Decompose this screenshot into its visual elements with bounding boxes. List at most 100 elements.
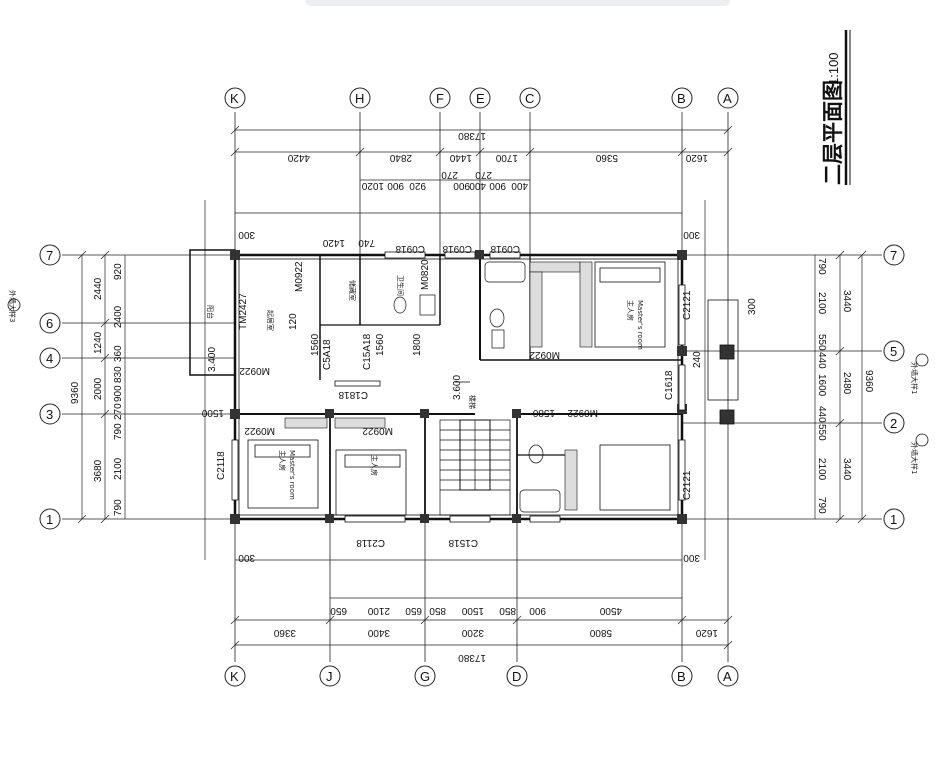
dim-left-3680: 3680 xyxy=(93,459,104,482)
axis-bubble-right-7: 7 xyxy=(883,244,905,266)
dim-bot-3360: 3360 xyxy=(273,627,296,638)
axis-bubble-bottom-g: G xyxy=(414,665,436,687)
walls xyxy=(189,249,684,521)
dim-right-2480: 2480 xyxy=(841,372,852,395)
svg-text:K: K xyxy=(230,669,239,684)
svg-text:外墙大样1: 外墙大样1 xyxy=(910,442,919,474)
axis-bubble-top-c: C xyxy=(519,87,541,109)
axis-bubble-top-h: H xyxy=(349,87,371,109)
dim-left-1240: 1240 xyxy=(93,331,104,354)
dim-left2-360: 360 xyxy=(113,345,124,362)
dim-top2-400b: 400 xyxy=(511,180,528,191)
svg-text:3: 3 xyxy=(46,407,53,422)
svg-text:1560: 1560 xyxy=(375,333,386,356)
opening-labels: C0918 C0918 C0918 C1818 C1518 C2118 C211… xyxy=(216,243,693,548)
dimension-texts: 17380 4420 2840 1440 1700 5360 1620 1020… xyxy=(70,130,874,663)
svg-text:E: E xyxy=(476,91,485,106)
svg-text:H: H xyxy=(355,91,364,106)
dim-left2-790a: 790 xyxy=(113,423,124,440)
svg-text:1: 1 xyxy=(46,512,53,527)
dim-right2-550a: 550 xyxy=(816,334,827,351)
wardrobes xyxy=(284,261,593,511)
svg-text:120: 120 xyxy=(288,313,299,330)
dim-top-5360: 5360 xyxy=(595,152,618,163)
axis-bubble-bottom-a: A xyxy=(717,665,739,687)
svg-text:外墙大样1: 外墙大样1 xyxy=(910,362,919,394)
axis-bubble-top-e: E xyxy=(469,87,491,109)
axis-bubble-top-f: F xyxy=(429,87,451,109)
svg-text:主人房: 主人房 xyxy=(626,300,635,321)
svg-text:J: J xyxy=(326,669,333,684)
axis-bubble-bottom-j: J xyxy=(319,665,341,687)
svg-text:C2121: C2121 xyxy=(682,470,693,500)
svg-text:C2121: C2121 xyxy=(682,290,693,320)
dim-bot-3400: 3400 xyxy=(367,627,390,638)
svg-text:M0922: M0922 xyxy=(244,425,275,436)
svg-text:外墙大样3: 外墙大样3 xyxy=(8,290,17,322)
svg-text:卫生间: 卫生间 xyxy=(396,275,405,296)
dim-left-2000: 2000 xyxy=(93,377,104,400)
dim-top-1620: 1620 xyxy=(685,152,708,163)
wall-details xyxy=(707,299,739,425)
dim-right2-2100b: 2100 xyxy=(816,458,827,481)
svg-text:K: K xyxy=(230,91,239,106)
dim-left2-2400: 2400 xyxy=(113,305,124,328)
svg-text:Master's room: Master's room xyxy=(636,300,644,350)
svg-text:B: B xyxy=(677,669,686,684)
svg-text:1800: 1800 xyxy=(412,333,423,356)
axis-bubble-right-1: 1 xyxy=(883,508,905,530)
dim-top2-900c: 900 xyxy=(489,180,506,191)
dim-top-1700: 1700 xyxy=(495,152,518,163)
svg-text:240: 240 xyxy=(692,351,703,368)
dim-left2-790b: 790 xyxy=(113,499,124,516)
svg-text:C2118: C2118 xyxy=(216,451,227,480)
svg-text:6: 6 xyxy=(46,316,53,331)
svg-text:B: B xyxy=(677,91,686,106)
dim-top-2840: 2840 xyxy=(389,152,412,163)
dim-bottom-total: 17380 xyxy=(458,652,486,663)
axis-bubble-left-4: 4 xyxy=(39,347,61,369)
dim-bot2-2100: 2100 xyxy=(367,605,390,616)
svg-text:5: 5 xyxy=(890,344,897,359)
axis-bubble-right-5: 5 xyxy=(883,340,905,362)
svg-text:D: D xyxy=(512,669,521,684)
dim-top2-400a: 400 xyxy=(469,180,486,191)
dim-top-1440: 1440 xyxy=(449,152,472,163)
room-labels: Master's room 主人房 Master's room 主人房 主人房 … xyxy=(206,275,644,500)
svg-text:C1818: C1818 xyxy=(338,389,368,400)
svg-text:7: 7 xyxy=(46,248,53,263)
dim-bot-3200: 3200 xyxy=(461,627,484,638)
scale-text: 1:100 xyxy=(826,52,841,85)
dim-left2-270: 270 xyxy=(113,403,124,420)
axis-bubble-left-1: 1 xyxy=(39,508,61,530)
dimension-lines xyxy=(77,125,867,650)
svg-text:A: A xyxy=(723,669,732,684)
svg-text:A: A xyxy=(723,91,732,106)
svg-text:起居室: 起居室 xyxy=(266,310,275,331)
svg-text:主人房: 主人房 xyxy=(370,455,379,476)
svg-text:Master's room: Master's room xyxy=(288,450,296,500)
svg-text:储藏室: 储藏室 xyxy=(348,280,357,301)
axis-bubble-left-3: 3 xyxy=(39,403,61,425)
svg-text:1500: 1500 xyxy=(201,407,224,418)
svg-text:楼梯: 楼梯 xyxy=(468,395,477,409)
svg-text:1560: 1560 xyxy=(310,333,321,356)
dim-right2-1600: 1600 xyxy=(816,374,827,397)
dim-top2-270b: 270 xyxy=(475,169,492,180)
dim-left2-900: 900 xyxy=(113,385,124,402)
dim-bot2-650a: 650 xyxy=(330,605,347,616)
svg-text:M0922: M0922 xyxy=(362,425,393,436)
staircase xyxy=(439,419,511,516)
svg-text:4: 4 xyxy=(46,351,53,366)
dim-bot-1620: 1620 xyxy=(695,627,718,638)
dim-right2-2100a: 2100 xyxy=(816,292,827,315)
side-notes: 外墙大样3 外墙大样1 外墙大样1 xyxy=(7,290,929,474)
elevation-3600: 3.600 xyxy=(452,375,463,400)
elevation-3400: 3.400 xyxy=(207,347,218,372)
svg-text:1420: 1420 xyxy=(322,237,345,248)
svg-text:M0922: M0922 xyxy=(239,365,270,376)
svg-text:C2118: C2118 xyxy=(356,537,385,548)
dim-right2-440b: 440 xyxy=(816,406,827,423)
axis-bubble-top-b: B xyxy=(671,87,693,109)
dim-bot2-850b: 850 xyxy=(499,605,516,616)
